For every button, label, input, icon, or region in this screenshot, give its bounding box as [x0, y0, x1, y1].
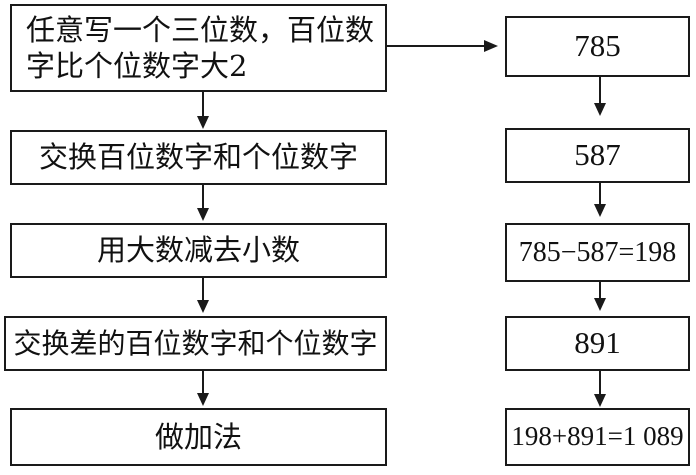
right-arrow-1 — [594, 77, 606, 116]
right-step-2-value: 587 — [574, 137, 621, 173]
horizontal-arrow — [387, 40, 498, 52]
left-step-5-label: 做加法 — [154, 419, 242, 454]
left-step-4-label: 交换差的百位数字和个位数字 — [13, 327, 378, 360]
left-step-3-box: 用大数减去小数 — [10, 223, 387, 278]
right-step-3-box: 785−587=198 — [505, 223, 690, 282]
right-step-4-value: 891 — [574, 325, 621, 361]
left-step-1-box: 任意写一个三位数，百位数 字比个位数字大2 — [10, 4, 387, 92]
left-step-3-label: 用大数减去小数 — [96, 233, 300, 268]
right-step-1-box: 785 — [505, 16, 690, 77]
left-step-4-box: 交换差的百位数字和个位数字 — [4, 316, 387, 371]
right-step-4-box: 891 — [505, 316, 690, 371]
left-step-5-box: 做加法 — [10, 408, 387, 466]
left-arrow-4 — [197, 371, 209, 406]
left-step-1-line2: 字比个位数字大2 — [26, 49, 248, 83]
right-step-5-box: 198+891=1 089 — [505, 408, 690, 466]
right-step-1-value: 785 — [574, 28, 621, 64]
right-step-2-box: 587 — [505, 128, 690, 183]
right-arrow-2 — [594, 183, 606, 217]
left-step-2-box: 交换百位数字和个位数字 — [10, 130, 387, 185]
left-arrow-1 — [197, 92, 209, 129]
left-step-2-label: 交换百位数字和个位数字 — [38, 140, 358, 175]
right-step-5-value: 198+891=1 089 — [511, 421, 684, 452]
right-arrow-3 — [594, 282, 606, 311]
left-step-1-line1: 任意写一个三位数，百位数 — [26, 12, 375, 47]
left-arrow-2 — [197, 185, 209, 221]
left-arrow-3 — [197, 278, 209, 313]
right-step-3-value: 785−587=198 — [518, 237, 677, 268]
right-arrow-4 — [594, 371, 606, 407]
